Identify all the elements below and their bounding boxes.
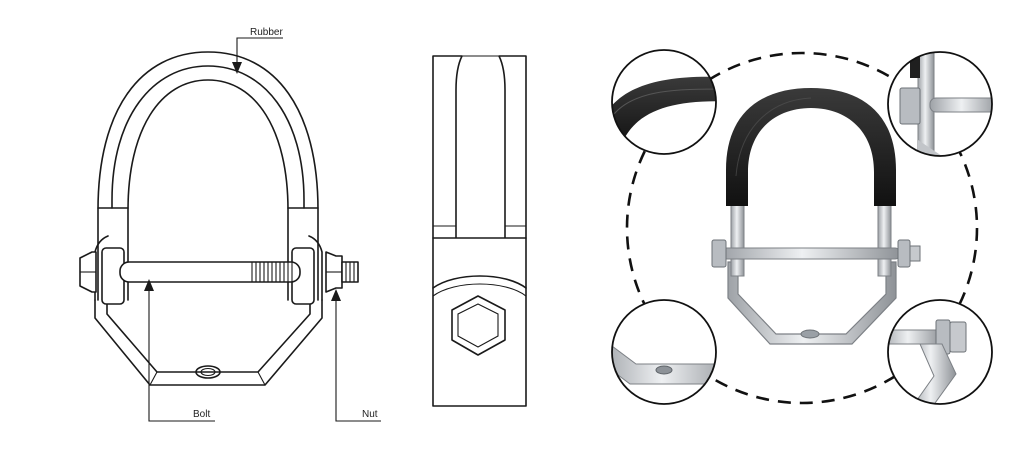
product-photo xyxy=(625,51,979,405)
bolt-label: Bolt xyxy=(193,409,210,420)
rubber-label: Rubber xyxy=(250,27,283,38)
detail-mounting-hole-zoom xyxy=(611,299,717,405)
front-view-drawing xyxy=(79,51,359,386)
detail-nut-zoom xyxy=(887,299,993,405)
nut-callout: Nut xyxy=(331,289,381,422)
u-bolt-outer xyxy=(97,51,319,301)
nut-label: Nut xyxy=(362,409,378,420)
detail-rubber-zoom xyxy=(611,49,717,155)
bolt-thread xyxy=(251,262,293,282)
bolt-callout: Bolt xyxy=(144,279,215,422)
mounting-hole xyxy=(195,365,221,379)
detail-bolt-head-zoom xyxy=(887,51,993,157)
dashed-outline xyxy=(625,51,979,405)
rubber-callout: Rubber xyxy=(232,27,283,74)
photo-cross-bolt xyxy=(721,247,901,260)
bracket-strap xyxy=(94,299,323,386)
side-view-drawing xyxy=(432,55,527,407)
photo-rubber-sleeve xyxy=(726,88,896,206)
cross-bolt-shaft xyxy=(119,261,301,283)
u-bolt-inner xyxy=(127,79,289,301)
rubber-sleeve-edge xyxy=(111,65,305,209)
side-right-leg xyxy=(498,55,527,239)
side-left-leg xyxy=(432,55,463,239)
